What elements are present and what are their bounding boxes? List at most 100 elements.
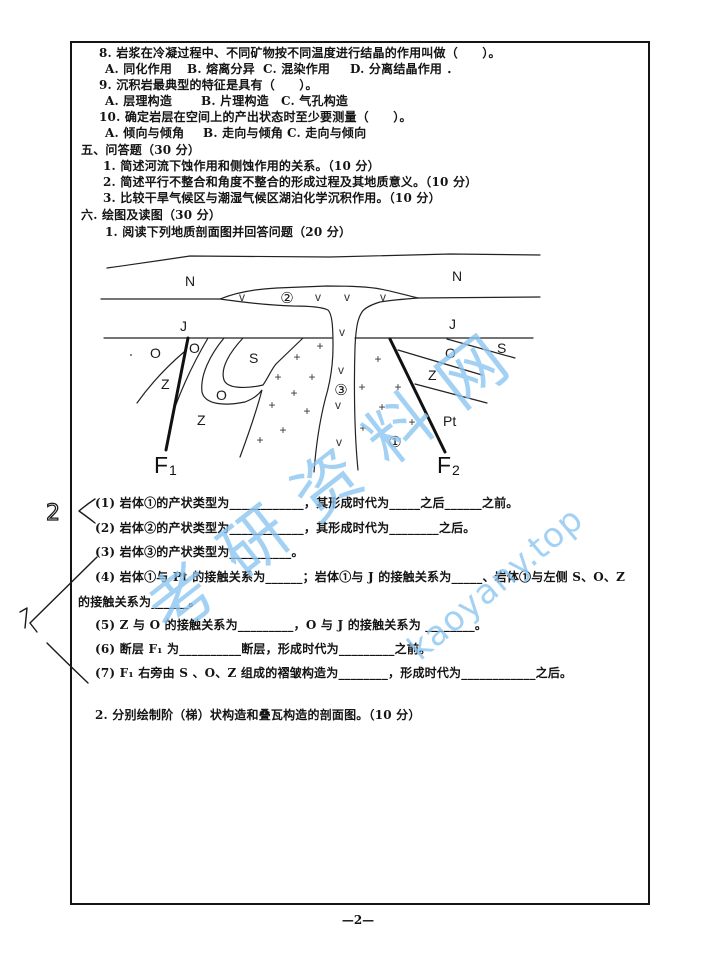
label-j-right: J	[449, 316, 456, 332]
fault-f2-subscript: 2	[452, 462, 460, 478]
subquestion-4: (4) 岩体①与 Pt 的接触关系为______；岩体①与 J 的接触关系为__…	[95, 570, 626, 584]
volcanic-symbol: v	[339, 325, 345, 339]
s-o-contact-right	[446, 338, 516, 359]
option-a: A. 层理构造	[105, 94, 173, 108]
granite-symbol: +	[279, 423, 286, 437]
intrusion-2-label: ②	[280, 289, 293, 307]
label-o-near-fault: O	[189, 340, 200, 356]
fault-f1	[164, 336, 190, 452]
o-z-contact-right	[397, 349, 483, 376]
option-c: C. 混染作用	[263, 62, 331, 76]
question-9-options: A. 层理构造 B. 片理构造 C. 气孔构造	[0, 93, 600, 109]
o-z-contact-left	[136, 351, 185, 404]
z-pt-contact-right	[414, 383, 488, 404]
granite-symbol: +	[290, 386, 297, 400]
section-5-item-3: 3. 比较干旱气候区与潮湿气候区湖泊化学沉积作用。（10 分）	[103, 191, 441, 205]
sill-bottom-left-dike-left-edge	[219, 298, 334, 473]
subquestion-3: (3) 岩体③的产状类型为__________。	[95, 545, 304, 559]
granite-symbol: +	[268, 398, 275, 412]
granite-symbol: +	[316, 339, 323, 353]
question-10-stem: 10. 确定岩层在空间上的产出状态时至少要测量（ ）。	[99, 110, 412, 124]
page-number: —2—	[341, 913, 375, 927]
option-a: A. 同化作用	[105, 62, 173, 76]
handwritten-stroke-lower	[46, 642, 89, 684]
granite-symbol: +	[293, 350, 300, 364]
subquestion-1: (1) 岩体①的产状类型为____________，其形成时代为_____之后_…	[95, 496, 519, 510]
section-6-title: 六. 绘图及读图（30 分）	[81, 208, 222, 222]
fault-f1-label: F	[154, 452, 168, 478]
granite-symbol: +	[359, 421, 366, 435]
option-d: D. 分离结晶作用 ．	[350, 62, 459, 76]
label-s-fold: S	[249, 350, 258, 366]
volcanic-symbol: v	[344, 290, 350, 304]
handwritten-score: 2	[46, 501, 60, 526]
volcanic-symbol: v	[239, 290, 245, 304]
stray-dot	[130, 354, 132, 356]
option-b: B. 片理构造	[201, 94, 269, 108]
option-a: A. 倾向与倾角	[105, 126, 185, 140]
handwritten-check-icon	[19, 607, 38, 633]
volcanic-symbol: v	[335, 398, 341, 412]
volcanic-symbol: v	[336, 435, 342, 449]
subquestion-2: (2) 岩体②的产状类型为____________，其形成时代为________…	[95, 521, 476, 535]
section-5-title: 五、问答题（30 分）	[81, 143, 201, 157]
granite-symbol: +	[394, 380, 401, 394]
volcanic-symbol: v	[338, 363, 344, 377]
label-s-right: S	[497, 340, 506, 356]
granite-symbol: +	[358, 380, 365, 394]
label-pt-right: Pt	[443, 413, 456, 429]
handwritten-stroke-upper	[29, 556, 98, 624]
granite-symbol: +	[378, 400, 385, 414]
granite-symbol: +	[374, 352, 381, 366]
label-j-left: J	[180, 318, 187, 334]
granite-symbol: +	[274, 370, 281, 384]
page-border	[70, 41, 650, 905]
option-b: B. 走向与倾角	[203, 126, 284, 140]
question-9-stem: 9. 沉积岩最典型的特征是具有（ ）。	[99, 78, 318, 92]
label-o-right: O	[445, 345, 456, 361]
granite-symbol: +	[256, 433, 263, 447]
handwritten-bracket-icon	[78, 498, 96, 524]
volcanic-symbol: v	[380, 290, 386, 304]
subquestion-6: (6) 断层 F₁ 为__________断层，形成时代为_________之前…	[95, 642, 432, 656]
sill-top	[219, 285, 419, 300]
option-c: C. 气孔构造	[281, 94, 349, 108]
volcanic-symbol: v	[315, 290, 321, 304]
ground-surface-line	[106, 253, 541, 269]
fold-inner-contact	[222, 337, 304, 388]
granite-symbol: +	[303, 404, 310, 418]
label-o-far-left: O	[150, 345, 161, 361]
label-z-left: Z	[161, 376, 170, 392]
option-b: B. 熔离分异	[187, 62, 255, 76]
section-6-q1-title: 1. 阅读下列地质剖面图并回答问题（20 分）	[105, 225, 352, 239]
question-8-stem: 8. 岩浆在冷凝过程中、不同矿物按不同温度进行结晶的作用叫做（ ）。	[99, 46, 501, 60]
intrusion-3-label: ③	[334, 381, 347, 399]
question-8-options: A. 同化作用 B. 熔离分异 C. 混染作用 D. 分离结晶作用 ．	[0, 61, 600, 77]
o-z-contact-right-of-fault	[174, 337, 209, 408]
label-o-fold: O	[216, 387, 227, 403]
watermark-url: kaoyany.top	[400, 499, 591, 669]
question-10-options: A. 倾向与倾角 B. 走向与倾角 C. 走向与倾向	[0, 125, 600, 141]
label-z-fold: Z	[197, 412, 206, 428]
granite-symbol: +	[308, 370, 315, 384]
intrusion-1-label: ①	[388, 433, 401, 451]
subquestion-5: (5) Z 与 O 的接触关系为_________，O 与 J 的接触关系为 _…	[95, 618, 488, 632]
subquestion-4-continued: 的接触关系为______。	[78, 595, 201, 609]
granite-symbol: +	[408, 415, 415, 429]
label-n-right: N	[452, 268, 462, 284]
subquestion-7: (7) F₁ 右旁由 S 、O、Z 组成的褶皱构造为________，形成时代为…	[95, 666, 573, 680]
fault-f1-subscript: 1	[169, 462, 177, 478]
section-6-q2: 2. 分别绘制阶（梯）状构造和叠瓦构造的剖面图。（10 分）	[95, 708, 421, 722]
section-5-item-1: 1. 简述河流下蚀作用和侧蚀作用的关系。（10 分）	[103, 159, 380, 173]
fault-f2	[388, 337, 447, 454]
label-z-right: Z	[428, 367, 437, 383]
label-n-left: N	[185, 273, 195, 289]
section-5-item-2: 2. 简述平行不整合和角度不整合的形成过程及其地质意义。（10 分）	[103, 175, 478, 189]
volcanic-symbols: v v v v v v v v	[239, 290, 386, 449]
fault-f2-label: F	[437, 452, 451, 478]
option-c: C. 走向与倾向	[287, 126, 367, 140]
granite-symbols: + + + + + + + + + + + + + + +	[256, 339, 415, 447]
sill-bottom-right-dike-right-edge	[353, 297, 419, 471]
